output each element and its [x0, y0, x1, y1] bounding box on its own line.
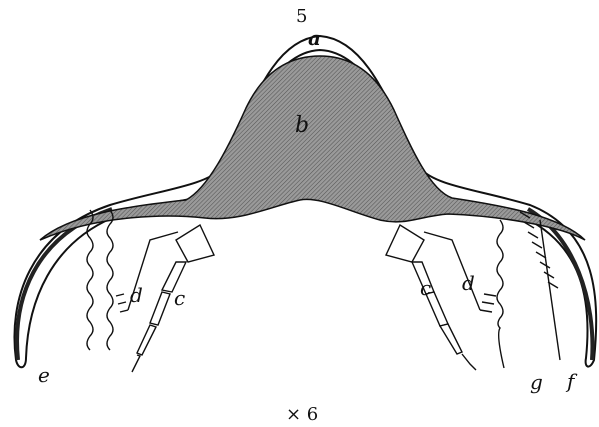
label-a: a [308, 26, 321, 50]
label-f: f [565, 369, 578, 393]
scale-note: × 6 [286, 404, 318, 425]
label-d-left: d [130, 283, 143, 307]
label-g: g [530, 370, 543, 394]
label-c-left: c [174, 286, 185, 310]
label-c-right: c [420, 276, 431, 300]
figure-number: 5 [296, 6, 307, 27]
left-appendages [87, 210, 214, 372]
label-b: b [295, 113, 309, 138]
label-d-right: d [462, 271, 475, 295]
label-e: e [38, 363, 50, 387]
body-mass [40, 56, 585, 240]
